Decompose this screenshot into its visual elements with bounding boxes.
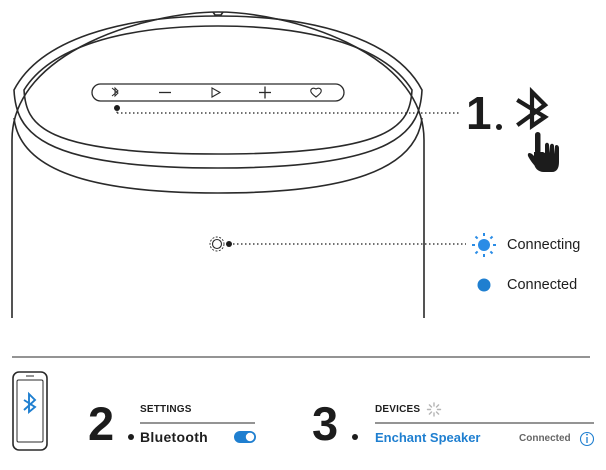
step3-number: 3 bbox=[312, 397, 339, 450]
step1-number-dot bbox=[496, 124, 502, 130]
loading-spinner-icon bbox=[426, 402, 442, 417]
step3-number-dot bbox=[352, 434, 358, 440]
device-name[interactable]: Enchant Speaker bbox=[375, 430, 481, 445]
devices-header: DEVICES bbox=[375, 404, 421, 415]
press-hand-icon bbox=[527, 132, 559, 172]
info-icon[interactable] bbox=[579, 431, 595, 447]
speaker-top-rim bbox=[13, 15, 423, 169]
plus-icon bbox=[259, 86, 271, 99]
connected-label: Connected bbox=[507, 277, 578, 293]
device-status: Connected bbox=[519, 433, 571, 444]
speaker-top-surface bbox=[23, 25, 413, 155]
phone-illustration bbox=[12, 371, 48, 451]
step2-number: 2 bbox=[88, 397, 115, 450]
control-panel-frame bbox=[91, 83, 345, 102]
connecting-label: Connecting bbox=[507, 237, 581, 253]
speaker-shoulder-line bbox=[13, 117, 423, 194]
status-light-icon bbox=[209, 236, 225, 252]
connected-light-icon bbox=[477, 278, 491, 292]
bluetooth-icon bbox=[111, 86, 119, 98]
speaker-outer-shell bbox=[11, 11, 425, 318]
phone-bluetooth-icon bbox=[23, 391, 37, 415]
heart-icon bbox=[310, 87, 322, 98]
play-icon bbox=[211, 87, 222, 98]
bluetooth-toggle[interactable] bbox=[234, 431, 256, 443]
step2-number-dot bbox=[128, 434, 134, 440]
speaker-illustration bbox=[11, 11, 425, 318]
step1-number: 1 bbox=[466, 87, 492, 139]
settings-header: SETTINGS bbox=[140, 404, 192, 415]
speaker-notch bbox=[212, 11, 224, 16]
connecting-light-icon bbox=[472, 233, 496, 257]
step1-bluetooth-icon bbox=[516, 86, 549, 131]
control-panel bbox=[91, 83, 345, 102]
bluetooth-setting-label: Bluetooth bbox=[140, 429, 209, 445]
step1-leader bbox=[114, 105, 460, 114]
